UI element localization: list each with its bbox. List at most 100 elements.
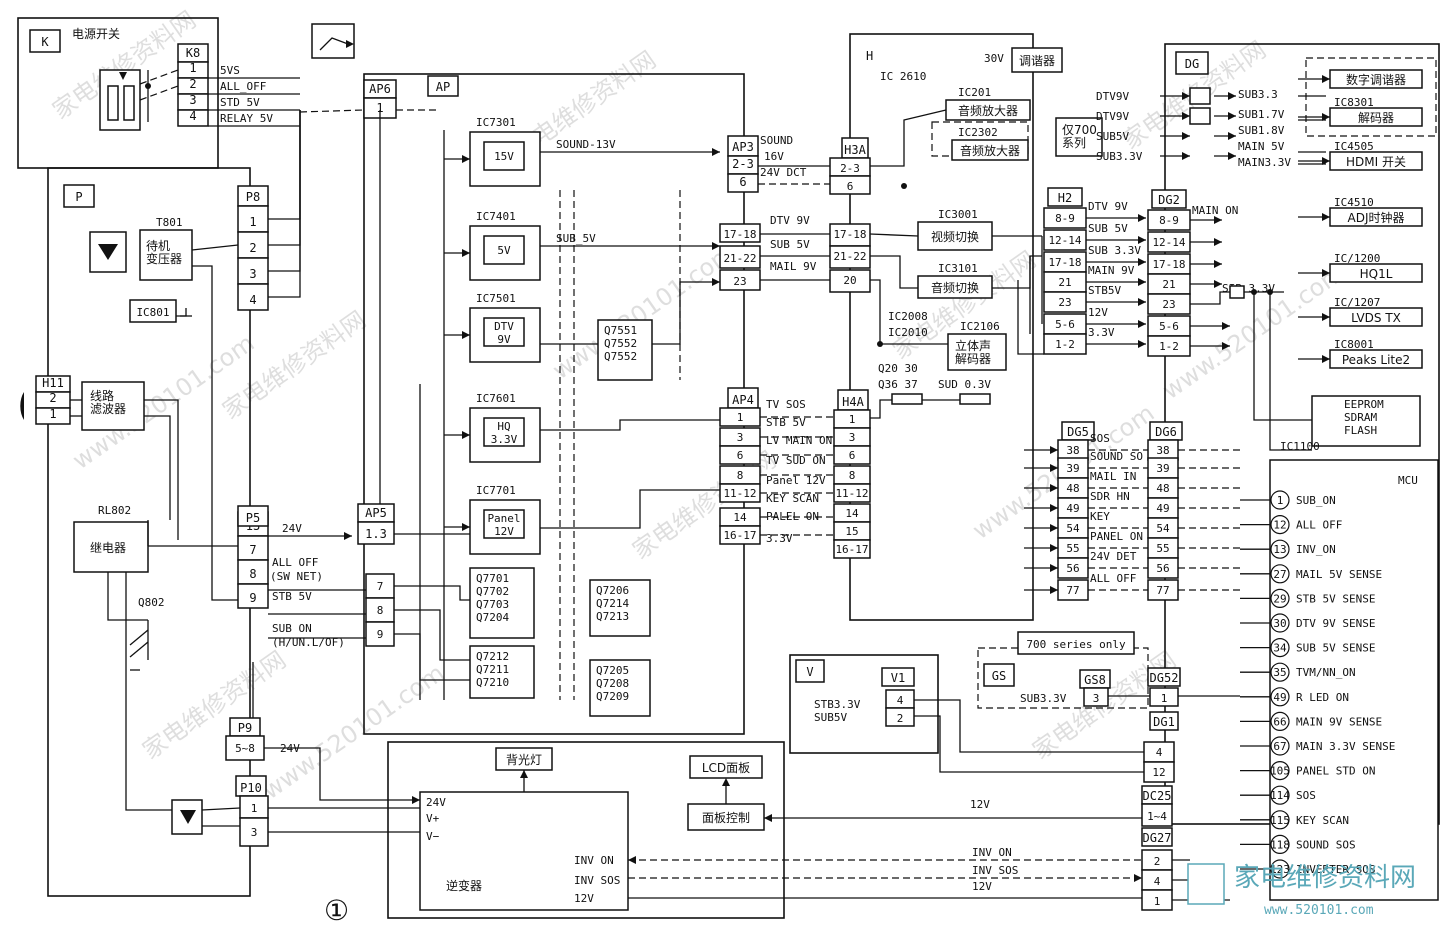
connector-h11-pin-label: 1 xyxy=(49,407,56,421)
section-v-tag xyxy=(795,659,825,683)
mcu-pin-circle xyxy=(1270,490,1290,510)
ic2302-label: 音频放大器 xyxy=(960,143,1020,158)
ap3-signal: MAIL 9V xyxy=(770,260,817,273)
connector-ap5-pin-label: 1.3 xyxy=(365,527,387,541)
connector-ap5-pin xyxy=(357,521,395,545)
mcu-pin-signal: STB 5V SENSE xyxy=(1296,592,1375,605)
arrow-icon xyxy=(1050,504,1058,512)
q802-label: Q802 xyxy=(138,596,165,609)
arrow-icon xyxy=(1182,132,1190,140)
section-ap-label: AP xyxy=(436,80,450,94)
connector-p8-pin xyxy=(237,283,269,311)
v1-id-box xyxy=(881,667,915,687)
dg6-pin-label: 55 xyxy=(1156,542,1169,555)
dg5-signal: MAIL IN xyxy=(1090,470,1136,483)
connector-h11 xyxy=(35,375,71,425)
mcu-pin-signal: INV_ON xyxy=(1296,543,1336,556)
ic2106-box xyxy=(947,333,1007,371)
dg52-id: DG52 xyxy=(1150,671,1179,685)
mcu-pin-signal: SUB_ON xyxy=(1296,494,1336,507)
wire xyxy=(540,419,720,431)
dg52-id-box xyxy=(1147,667,1181,687)
h2-signal: SUB 5V xyxy=(1088,222,1128,235)
arrow-icon xyxy=(1050,544,1058,552)
dg-ic-label: ADJ时钟器 xyxy=(1348,210,1405,225)
dg-ic-id: IC8001 xyxy=(1334,338,1374,351)
dg5-pin-label: 39 xyxy=(1066,462,1079,475)
ic2610-label: IC 2610 xyxy=(880,70,926,83)
transistor-group xyxy=(589,579,651,637)
arrow-icon xyxy=(1322,113,1330,121)
arrow-icon xyxy=(712,278,720,286)
regulator-inner xyxy=(483,417,525,447)
arrow-icon xyxy=(712,242,720,250)
p5-signal: ALL OFF xyxy=(272,556,318,569)
plug-icon xyxy=(20,392,24,420)
arrow-icon xyxy=(1138,298,1146,306)
tuner-voltage: 30V xyxy=(984,52,1004,65)
arrow-icon xyxy=(1322,213,1330,221)
diode-icon xyxy=(180,810,196,824)
wire xyxy=(299,109,365,113)
mcu-pin-number: 118 xyxy=(1270,838,1290,851)
arrow-icon xyxy=(1138,258,1146,266)
connector-ap3-id: AP3 xyxy=(732,140,754,154)
ap4-pin-label: 14 xyxy=(733,511,747,524)
wire xyxy=(139,69,179,85)
mcu-pin-number: 13 xyxy=(1273,543,1286,556)
line-filter-box xyxy=(81,381,145,431)
transistor-group xyxy=(597,319,653,381)
wire xyxy=(201,807,241,811)
ap4-pin-label: 6 xyxy=(737,449,744,462)
ap5-pin-label: 8 xyxy=(377,604,384,617)
dg-ic-id: IC4505 xyxy=(1334,140,1374,153)
regulator-id: IC7701 xyxy=(476,484,516,497)
arrow-icon xyxy=(1214,238,1222,246)
dg6-pin-label: 39 xyxy=(1156,462,1169,475)
dg-supply: DTV9V xyxy=(1096,110,1129,123)
t801-label: 待机变压器 xyxy=(146,239,182,266)
ap4-pin-label: 1 xyxy=(737,411,744,424)
dg5-signal: SDR HN xyxy=(1090,490,1130,503)
mcu-pin-number: 35 xyxy=(1273,666,1286,679)
k8-signal: 5VS xyxy=(220,64,240,77)
h3a-pin xyxy=(829,175,871,195)
mcu-pin-circle xyxy=(1270,514,1290,535)
connector-p5-pin xyxy=(237,559,269,585)
dg-mid-supply: SUB1.8V xyxy=(1238,124,1285,137)
ap4-signal: STB 5V xyxy=(766,416,806,429)
section-k-tag xyxy=(29,29,61,53)
dg-supply: DTV9V xyxy=(1096,90,1129,103)
rl802-box xyxy=(73,521,149,573)
mcu-pin-signal: PANEL STD ON xyxy=(1296,765,1375,778)
mcu-pin-signal: R LED ON xyxy=(1296,691,1349,704)
regulator-value: 5V xyxy=(497,244,511,257)
bottom-signal: INV ON xyxy=(972,846,1012,859)
junction xyxy=(145,83,151,89)
switch-contact xyxy=(107,85,119,121)
switch-arrow-icon xyxy=(119,72,127,80)
arrow-icon xyxy=(1228,92,1236,100)
ap3-signal: SUB 5V xyxy=(770,238,810,251)
mcu-pin-number: 29 xyxy=(1273,592,1286,605)
series700-label: 700 series only xyxy=(1026,638,1126,651)
v1-pin xyxy=(885,707,915,727)
ic3001-label: 视频切换 xyxy=(931,229,979,244)
q3637-label: Q36 37 xyxy=(878,378,918,391)
arrow-icon xyxy=(1134,874,1142,882)
inverter-frame xyxy=(387,741,785,919)
dg27-pin-label: 2 xyxy=(1154,855,1161,868)
ic2010-label: IC2010 xyxy=(888,326,928,339)
dg-mid-supply: SUB1.7V xyxy=(1238,108,1285,121)
section-p-label: P xyxy=(75,190,82,204)
mcu-pin-number: 27 xyxy=(1273,568,1286,581)
memory-box xyxy=(1311,395,1421,447)
dg27-id: DG27 xyxy=(1143,831,1172,845)
ap5-pin xyxy=(365,573,395,599)
ic2302-box xyxy=(951,139,1029,161)
ap4-signal: 3.3V xyxy=(766,532,793,545)
mcu-pin-number: 66 xyxy=(1273,715,1286,728)
connector-p5-pin-label: 9 xyxy=(249,591,256,605)
